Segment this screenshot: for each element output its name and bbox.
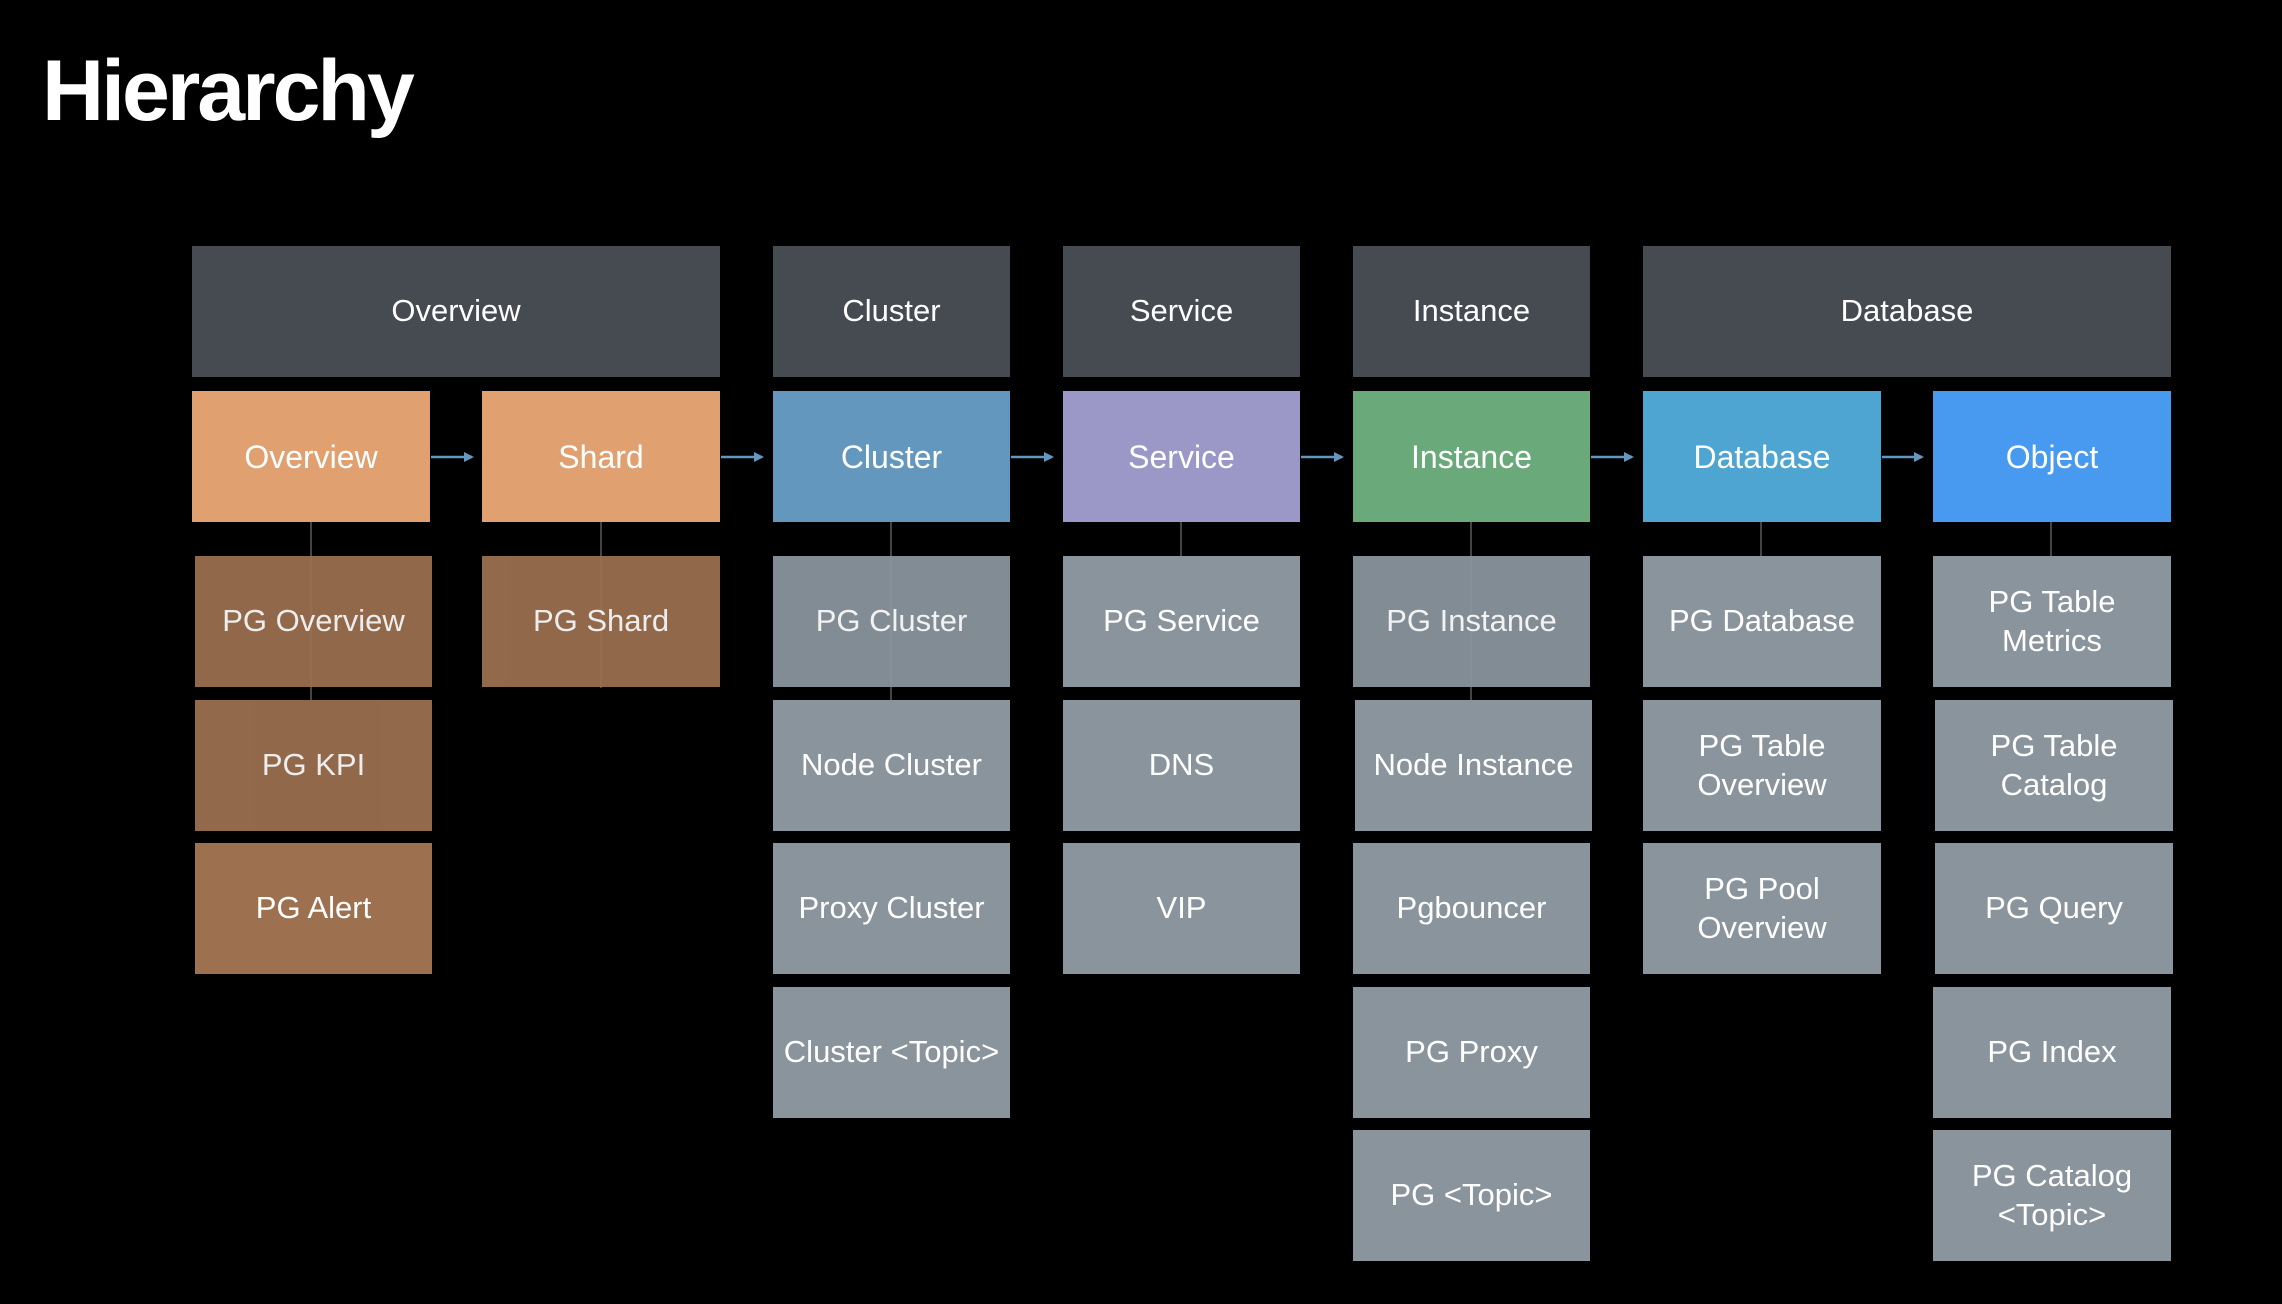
header-overview: Overview: [192, 246, 720, 377]
dashboard-pgbouncer: Pgbouncer: [1353, 843, 1590, 974]
header-cluster: Cluster: [773, 246, 1010, 377]
dashboard-dns: DNS: [1063, 700, 1300, 831]
dashboard-pg-table-overview: PG Table Overview: [1643, 700, 1881, 831]
dashboard-pg-catalog-topic: PG Catalog <Topic>: [1933, 1130, 2171, 1261]
level-service: Service: [1063, 391, 1300, 522]
level-object: Object: [1933, 391, 2171, 522]
dashboard-node-instance: Node Instance: [1355, 700, 1592, 831]
dashboard-pg-table-catalog: PG Table Catalog: [1935, 700, 2173, 831]
dashboard-proxy-cluster: Proxy Cluster: [773, 843, 1010, 974]
dashboard-pg-topic: PG <Topic>: [1353, 1130, 1590, 1261]
dashboard-pg-database: PG Database: [1643, 556, 1881, 687]
header-service: Service: [1063, 246, 1300, 377]
dashboard-pg-index: PG Index: [1933, 987, 2171, 1118]
dashboard-pg-cluster: PG Cluster: [773, 556, 1010, 687]
dashboard-pg-overview: PG Overview: [195, 556, 432, 687]
level-database: Database: [1643, 391, 1881, 522]
dashboard-pg-pool-overview: PG Pool Overview: [1643, 843, 1881, 974]
page-title: Hierarchy: [42, 43, 415, 139]
header-database: Database: [1643, 246, 2171, 377]
header-instance: Instance: [1353, 246, 1590, 377]
dashboard-pg-service: PG Service: [1063, 556, 1300, 687]
dashboard-pg-instance: PG Instance: [1353, 556, 1590, 687]
dashboard-pg-table-metrics: PG Table Metrics: [1933, 556, 2171, 687]
dashboard-pg-proxy: PG Proxy: [1353, 987, 1590, 1118]
dashboard-vip: VIP: [1063, 843, 1300, 974]
level-instance: Instance: [1353, 391, 1590, 522]
dashboard-pg-alert: PG Alert: [195, 843, 432, 974]
level-shard: Shard: [482, 391, 720, 522]
dashboard-pg-query: PG Query: [1935, 843, 2173, 974]
dashboard-pg-kpi: PG KPI: [195, 700, 432, 831]
dashboard-cluster-topic: Cluster <Topic>: [773, 987, 1010, 1118]
level-overview: Overview: [192, 391, 430, 522]
dashboard-node-cluster: Node Cluster: [773, 700, 1010, 831]
level-cluster: Cluster: [773, 391, 1010, 522]
dashboard-pg-shard: PG Shard: [482, 556, 720, 687]
